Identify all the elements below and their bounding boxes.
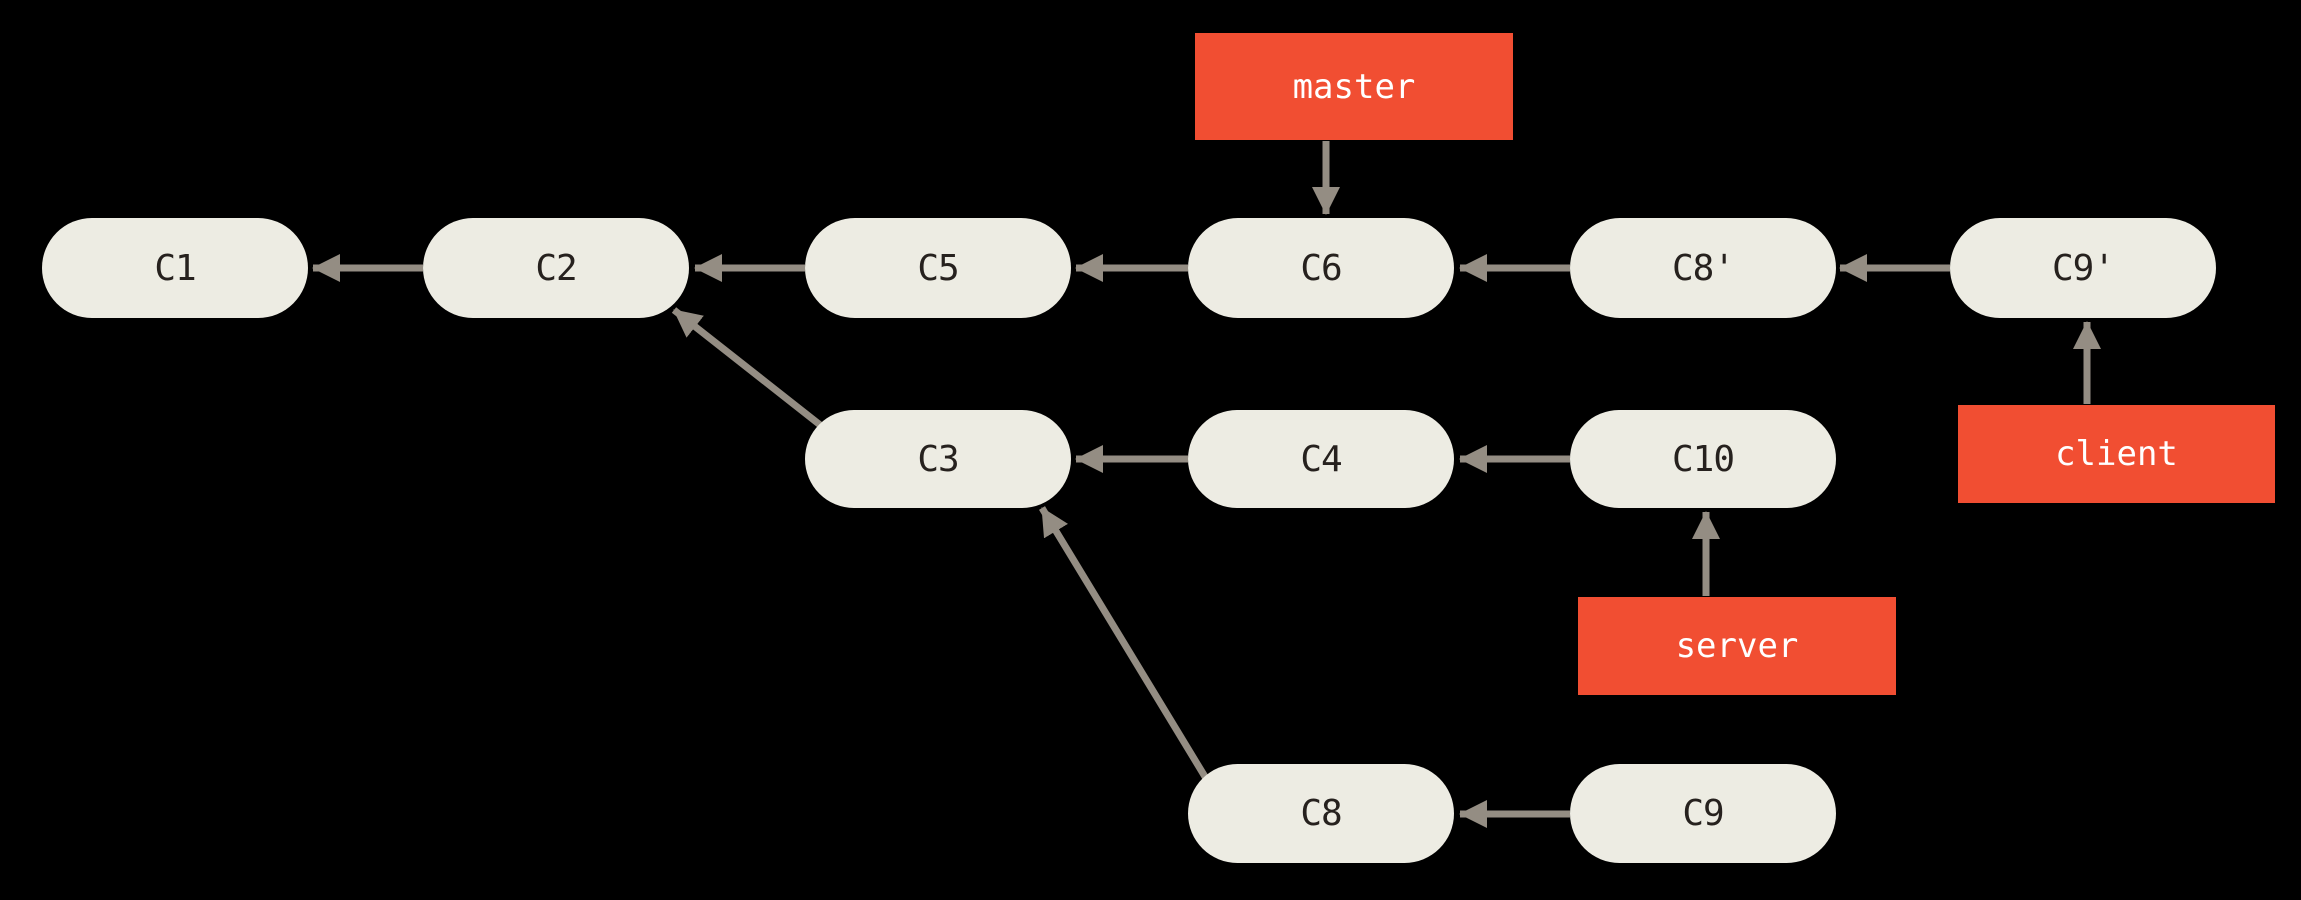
- commit-node-C4: C4: [1188, 410, 1454, 508]
- branch-label-text: server: [1675, 626, 1799, 666]
- commit-label: C5: [917, 247, 959, 289]
- commit-label: C6: [1300, 247, 1342, 289]
- commit-label: C4: [1300, 438, 1342, 480]
- commit-label: C8: [1300, 793, 1342, 834]
- commit-label: C1: [154, 247, 196, 289]
- commit-node-C9p: C9': [1950, 218, 2216, 318]
- branch-label-client: client: [1958, 405, 2275, 503]
- commit-label: C3: [917, 438, 959, 480]
- commit-label: C2: [535, 247, 577, 289]
- commit-node-C6: C6: [1188, 218, 1454, 318]
- commit-node-C10: C10: [1570, 410, 1836, 508]
- commit-node-C9: C9: [1570, 764, 1836, 863]
- branch-label-text: master: [1292, 66, 1416, 107]
- edge-arrow-C8-to-C3: [1039, 506, 1210, 782]
- commit-node-C2: C2: [423, 218, 689, 318]
- commit-node-C5: C5: [805, 218, 1071, 318]
- commit-node-C8: C8: [1188, 764, 1454, 863]
- commit-label: C8': [1671, 247, 1735, 289]
- commit-label: C10: [1671, 438, 1735, 480]
- commit-node-C3: C3: [805, 410, 1071, 508]
- commit-label: C9': [2051, 247, 2115, 289]
- branch-label-server: server: [1578, 597, 1896, 695]
- branch-label-master: master: [1195, 33, 1513, 140]
- commit-node-C1: C1: [42, 218, 308, 318]
- branch-label-text: client: [2055, 434, 2178, 474]
- edge-arrow-C3-to-C2: [671, 307, 827, 431]
- commit-node-C8p: C8': [1570, 218, 1836, 318]
- commit-label: C9: [1682, 793, 1724, 834]
